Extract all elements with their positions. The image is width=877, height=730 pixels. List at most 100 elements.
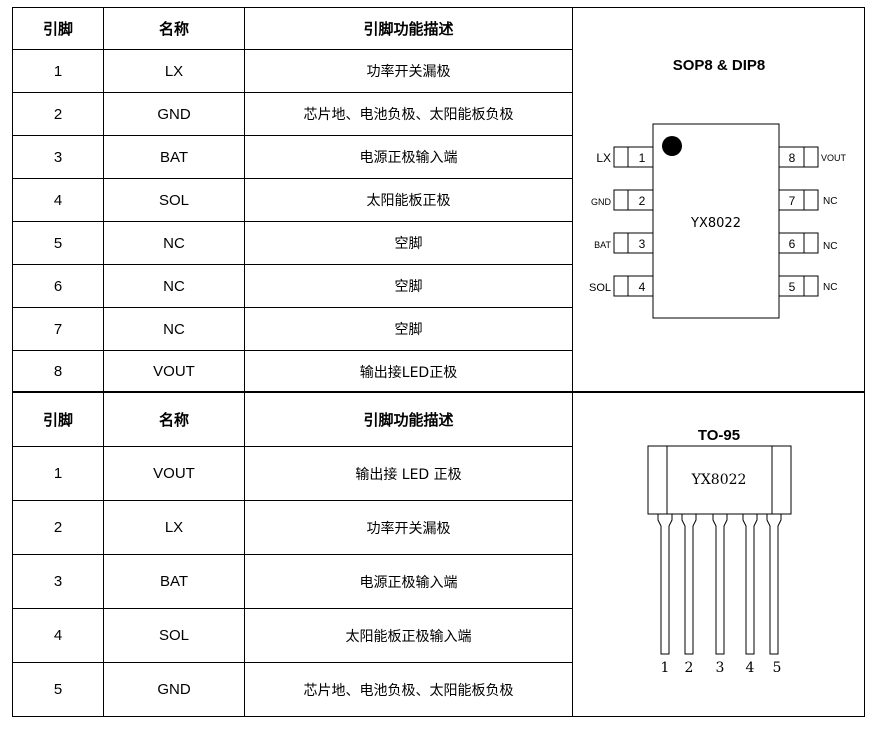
table-row: 6 NC 空脚 — [12, 264, 865, 308]
table-row: 1 LX 功率开关漏极 — [12, 49, 865, 93]
right-pin-7: 7 NC — [778, 189, 837, 211]
pin-cell: 1 — [12, 446, 104, 501]
to95-diagram-cell: TO-95 YX8022 1 2 3 4 5 — [572, 391, 865, 717]
to95-pin-5: 5 — [773, 660, 782, 676]
to95-chip-label: YX8022 — [691, 472, 747, 488]
pin-num: 2 — [639, 194, 646, 208]
desc-cell: 功率开关漏极 — [244, 500, 573, 555]
name-cell: BAT — [103, 554, 245, 609]
pin-name: BAT — [594, 240, 611, 250]
name-cell: NC — [103, 307, 245, 351]
desc-cell: 空脚 — [244, 221, 573, 265]
header-name: 名称 — [103, 391, 245, 447]
left-pin-2: 2 GND — [591, 189, 654, 211]
desc-cell: 电源正极输入端 — [244, 135, 573, 179]
pin-cell: 1 — [12, 49, 104, 93]
name-cell: BAT — [103, 135, 245, 179]
left-pin-3: 3 BAT — [594, 232, 654, 254]
pin-num: 5 — [789, 280, 796, 294]
to95-body — [647, 445, 792, 515]
pin-cell: 2 — [12, 92, 104, 136]
name-cell: SOL — [103, 608, 245, 663]
pin-name: LX — [596, 151, 611, 165]
name-cell: VOUT — [103, 350, 245, 393]
pin-cell: 5 — [12, 221, 104, 265]
pin1-marker — [662, 136, 682, 156]
pin-num: 8 — [789, 151, 796, 165]
pin-cell: 2 — [12, 500, 104, 555]
pin-cell: 3 — [12, 135, 104, 179]
pin-cell: 7 — [12, 307, 104, 351]
desc-cell: 太阳能板正极输入端 — [244, 608, 573, 663]
pin-cell: 6 — [12, 264, 104, 308]
desc-cell: 空脚 — [244, 264, 573, 308]
pin-name: SOL — [589, 282, 611, 294]
name-cell: GND — [103, 92, 245, 136]
header-desc: 引脚功能描述 — [244, 391, 573, 447]
table-row: 3 BAT 电源正极输入端 — [12, 554, 865, 609]
pin-name: NC — [823, 196, 837, 207]
right-pin-8: 8 VOUT — [778, 146, 847, 168]
left-pin-1: 1 LX — [596, 146, 654, 168]
to95-pin-2: 2 — [685, 660, 694, 676]
table-row: 8 VOUT 输出接LED正极 — [12, 350, 865, 393]
desc-cell: 输出接 LED 正极 — [244, 446, 573, 501]
to95-diagram: TO-95 YX8022 1 2 3 4 5 — [647, 427, 792, 676]
pin-table-to95: 引脚 名称 引脚功能描述 TO-95 YX8022 1 2 3 — [12, 391, 865, 717]
pin-cell: 3 — [12, 554, 104, 609]
desc-cell: 电源正极输入端 — [244, 554, 573, 609]
pin-cell: 4 — [12, 608, 104, 663]
pin-table-sop8: 引脚 名称 引脚功能描述 SOP8 & DIP8 YX8022 1 LX — [12, 7, 865, 393]
table-row: 7 NC 空脚 — [12, 307, 865, 351]
pin-num: 1 — [639, 151, 646, 165]
header-desc: 引脚功能描述 — [244, 7, 573, 50]
pin-num: 6 — [789, 237, 796, 251]
left-pin-4: 4 SOL — [589, 275, 654, 297]
table-row: 5 GND 芯片地、电池负极、太阳能板负极 — [12, 662, 865, 717]
desc-cell: 输出接LED正极 — [244, 350, 573, 393]
pin-cell: 5 — [12, 662, 104, 717]
sop8-diagram: SOP8 & DIP8 YX8022 1 LX 2 GND — [589, 57, 847, 319]
pin-name: GND — [591, 197, 612, 207]
table-row: 2 LX 功率开关漏极 — [12, 500, 865, 555]
desc-cell: 芯片地、电池负极、太阳能板负极 — [244, 92, 573, 136]
sop8-diagram-cell: SOP8 & DIP8 YX8022 1 LX 2 GND — [572, 7, 865, 393]
pin-name: NC — [823, 282, 837, 293]
chip-label: YX8022 — [690, 216, 741, 231]
table-row: 3 BAT 电源正极输入端 — [12, 135, 865, 179]
header-name: 名称 — [103, 7, 245, 50]
name-cell: NC — [103, 264, 245, 308]
name-cell: VOUT — [103, 446, 245, 501]
pin-name: NC — [823, 241, 837, 252]
table-row: 5 NC 空脚 — [12, 221, 865, 265]
to95-pin-3: 3 — [716, 660, 725, 676]
desc-cell: 太阳能板正极 — [244, 178, 573, 222]
name-cell: LX — [103, 500, 245, 555]
to95-pin-4: 4 — [746, 660, 755, 676]
to95-leads — [657, 513, 782, 655]
pin-cell: 4 — [12, 178, 104, 222]
table-row: 1 VOUT 输出接 LED 正极 — [12, 446, 865, 501]
pin-cell: 8 — [12, 350, 104, 393]
header-pin: 引脚 — [12, 391, 104, 447]
right-pin-5: 5 NC — [778, 275, 837, 297]
chip-body — [652, 123, 780, 319]
table-row: 2 GND 芯片地、电池负极、太阳能板负极 — [12, 92, 865, 136]
name-cell: LX — [103, 49, 245, 93]
pin-num: 4 — [639, 280, 646, 294]
desc-cell: 空脚 — [244, 307, 573, 351]
desc-cell: 功率开关漏极 — [244, 49, 573, 93]
name-cell: SOL — [103, 178, 245, 222]
name-cell: GND — [103, 662, 245, 717]
to95-title: TO-95 — [698, 427, 740, 444]
header-pin: 引脚 — [12, 7, 104, 50]
pin-num: 3 — [639, 237, 646, 251]
table-row: 4 SOL 太阳能板正极 — [12, 178, 865, 222]
sop8-title: SOP8 & DIP8 — [673, 57, 766, 74]
pin-num: 7 — [789, 194, 796, 208]
desc-cell: 芯片地、电池负极、太阳能板负极 — [244, 662, 573, 717]
name-cell: NC — [103, 221, 245, 265]
right-pin-6: 6 NC — [778, 232, 837, 254]
to95-pin-1: 1 — [661, 660, 670, 676]
pin-name: VOUT — [821, 153, 847, 163]
